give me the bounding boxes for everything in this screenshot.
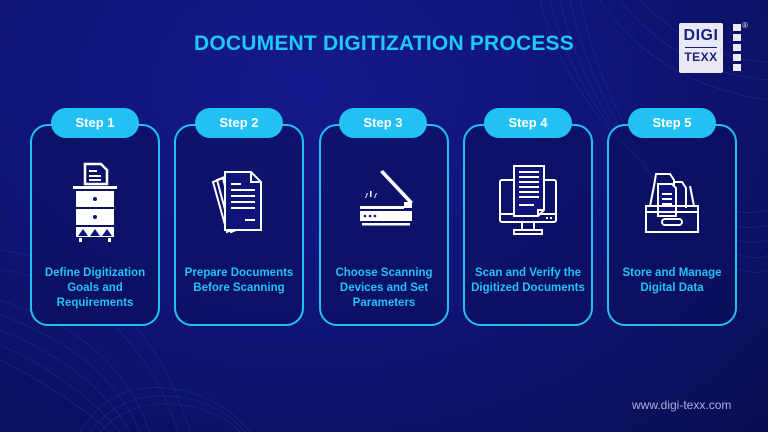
page-title: DOCUMENT DIGITIZATION PROCESS: [194, 32, 574, 55]
step-3-badge: Step 3: [339, 108, 427, 138]
step-card-4: Scan and Verify the Digitized Documents: [463, 124, 593, 326]
step-1-description: Define Digitization Goals and Requiremen…: [44, 267, 146, 309]
step-card-5: Store and Manage Digital Data: [607, 124, 737, 326]
flatbed-scanner-icon: [360, 170, 413, 226]
logo-line-1: DIGI: [683, 27, 719, 44]
registered-mark: ®: [742, 21, 748, 30]
website-url: www.digi-texx.com: [632, 398, 732, 412]
computer-document-icon: [499, 165, 557, 235]
step-5-description: Store and Manage Digital Data: [622, 267, 722, 294]
step-card-3: Choose Scanning Devices and Set Paramete…: [319, 124, 449, 326]
step-2-description: Prepare Documents Before Scanning: [184, 267, 294, 294]
step-card-2: Prepare Documents Before Scanning: [174, 124, 304, 326]
logo-line-2: TEXX: [684, 50, 718, 64]
filing-cabinet-icon: [73, 162, 117, 242]
step-5-badge: Step 5: [628, 108, 716, 138]
archive-tray-icon: [645, 173, 699, 233]
logo-divider: [685, 47, 717, 48]
step-4-badge: Step 4: [484, 108, 572, 138]
logo-box: DIGI TEXX: [679, 23, 723, 73]
step-1-badge: Step 1: [51, 108, 139, 138]
step-4-description: Scan and Verify the Digitized Documents: [471, 267, 585, 294]
document-stack-icon: [211, 171, 262, 234]
step-card-1: Define Digitization Goals and Requiremen…: [30, 124, 160, 326]
step-3-description: Choose Scanning Devices and Set Paramete…: [335, 267, 433, 309]
step-2-badge: Step 2: [195, 108, 283, 138]
logo-film-strip-icon: [733, 24, 741, 74]
